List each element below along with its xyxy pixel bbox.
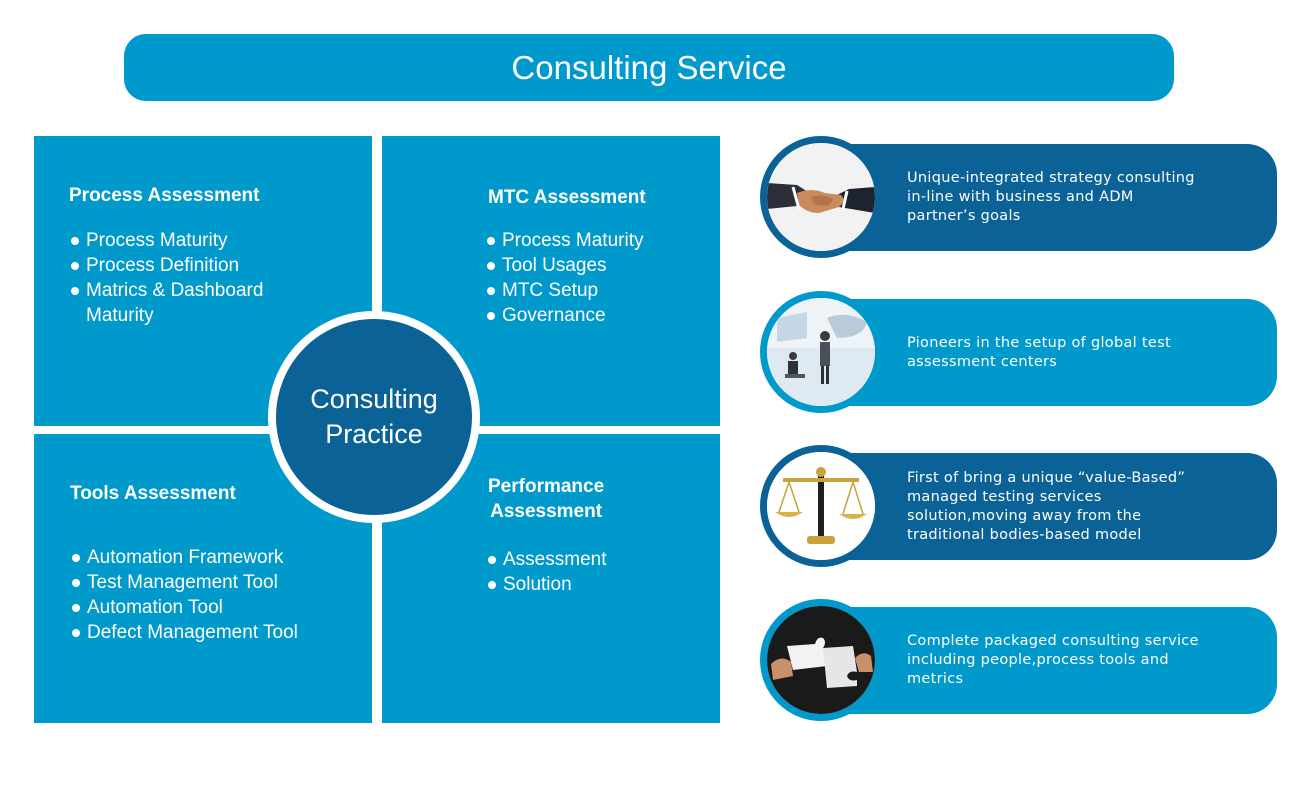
feature-image-ring <box>760 599 882 721</box>
feature-value-based: First of bring a unique “value-Based” ma… <box>760 445 1277 567</box>
list-item: Solution <box>486 572 686 597</box>
feature-pill: Unique-integrated strategy consulting in… <box>814 144 1277 251</box>
feature-text: Unique-integrated strategy consulting in… <box>907 170 1195 224</box>
process-assessment-title: Process Assessment <box>69 185 260 206</box>
list-item: Automation Tool <box>70 595 360 620</box>
tools-assessment-title: Tools Assessment <box>70 483 236 504</box>
feature-pioneers: Pioneers in the setup of global test ass… <box>760 291 1277 413</box>
performance-assessment-list: Assessment Solution <box>486 547 686 597</box>
feature-text: Complete packaged consulting service inc… <box>907 633 1199 687</box>
feature-pill: Pioneers in the setup of global test ass… <box>814 299 1277 406</box>
feature-pill: Complete packaged consulting service inc… <box>814 607 1277 714</box>
feature-integrated-strategy: Unique-integrated strategy consulting in… <box>760 136 1277 258</box>
consulting-practice-circle: Consulting Practice <box>268 311 480 523</box>
consulting-practice-badge: Consulting Practice <box>276 319 472 515</box>
list-item: Defect Management Tool <box>70 620 360 645</box>
mtc-assessment-list: Process Maturity Tool Usages MTC Setup G… <box>485 228 705 328</box>
performance-assessment-title: Performance Assessment <box>488 474 604 524</box>
process-assessment-panel: Process Assessment Process Maturity Proc… <box>34 136 372 426</box>
puzzle-icon <box>767 606 875 714</box>
list-item: Assessment <box>486 547 686 572</box>
feature-text: First of bring a unique “value-Based” ma… <box>907 469 1186 543</box>
list-item: MTC Setup <box>485 278 705 303</box>
feature-text: Pioneers in the setup of global test ass… <box>907 334 1171 370</box>
list-item: Matrics & Dashboard Maturity <box>69 278 309 328</box>
feature-image-ring <box>760 445 882 567</box>
performance-title-line-1: Performance <box>488 476 605 497</box>
mtc-assessment-title: MTC Assessment <box>488 187 646 208</box>
list-item: Process Maturity <box>69 228 309 253</box>
list-item: Governance <box>485 303 705 328</box>
feature-image-ring <box>760 291 882 413</box>
handshake-icon <box>767 143 875 251</box>
list-item: Tool Usages <box>485 253 705 278</box>
performance-title-line-2: Assessment <box>490 501 603 522</box>
list-item: Process Maturity <box>485 228 705 253</box>
business-people-icon <box>767 298 875 406</box>
scales-icon <box>767 452 875 560</box>
process-assessment-list: Process Maturity Process Definition Matr… <box>69 228 309 328</box>
center-line-2: Practice <box>325 419 423 449</box>
list-item: Test Management Tool <box>70 570 360 595</box>
list-item: Process Definition <box>69 253 309 278</box>
feature-image-ring <box>760 136 882 258</box>
title-banner: Consulting Service <box>124 34 1174 101</box>
list-item: Automation Framework <box>70 545 360 570</box>
feature-complete-package: Complete packaged consulting service inc… <box>760 599 1277 721</box>
feature-pill: First of bring a unique “value-Based” ma… <box>814 453 1277 560</box>
tools-assessment-list: Automation Framework Test Management Too… <box>70 545 360 645</box>
center-line-1: Consulting <box>310 384 438 414</box>
page-title: Consulting Service <box>511 48 787 86</box>
